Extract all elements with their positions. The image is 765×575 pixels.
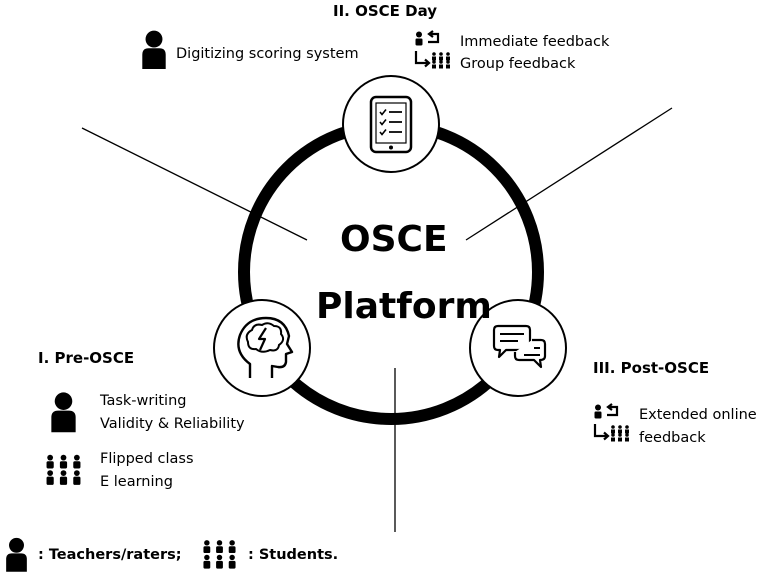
head-brain-icon [213, 299, 311, 397]
post-osce-feedback-item: feedback [639, 430, 706, 446]
post-osce-title: III. Post-OSCE [593, 359, 710, 377]
legend-students-label: : Students. [248, 547, 339, 563]
divider-line-right [465, 107, 673, 241]
osce-day-teacher-item: Digitizing scoring system [176, 46, 359, 62]
pre-osce-student-item: Flipped class [100, 451, 194, 467]
students-icon [46, 454, 81, 485]
teacher-icon [51, 392, 76, 433]
chat-bubbles-icon [469, 299, 567, 397]
osce-day-title: II. OSCE Day [333, 2, 438, 20]
pre-osce-title: I. Pre-OSCE [38, 349, 135, 367]
legend-students-icon [203, 540, 236, 569]
pre-osce-teacher-item: Task-writing [100, 393, 187, 409]
teacher-icon [142, 30, 166, 69]
center-title-line1: OSCE [340, 219, 448, 260]
legend-teachers-label: : Teachers/raters; [38, 547, 182, 563]
pre-osce-student-item: E learning [100, 474, 173, 490]
divider-line-left [81, 127, 308, 241]
center-title-line2: Platform [316, 286, 492, 327]
tablet-checklist-icon [342, 75, 440, 173]
feedback-flow-icon [593, 403, 631, 443]
osce-day-feedback-item: Immediate feedback [460, 34, 610, 50]
feedback-flow-icon [414, 30, 452, 70]
osce-day-feedback-item: Group feedback [460, 56, 576, 72]
post-osce-feedback-item: Extended online [639, 407, 757, 423]
pre-osce-teacher-item: Validity & Reliability [100, 416, 245, 432]
legend-teacher-icon [6, 537, 27, 572]
